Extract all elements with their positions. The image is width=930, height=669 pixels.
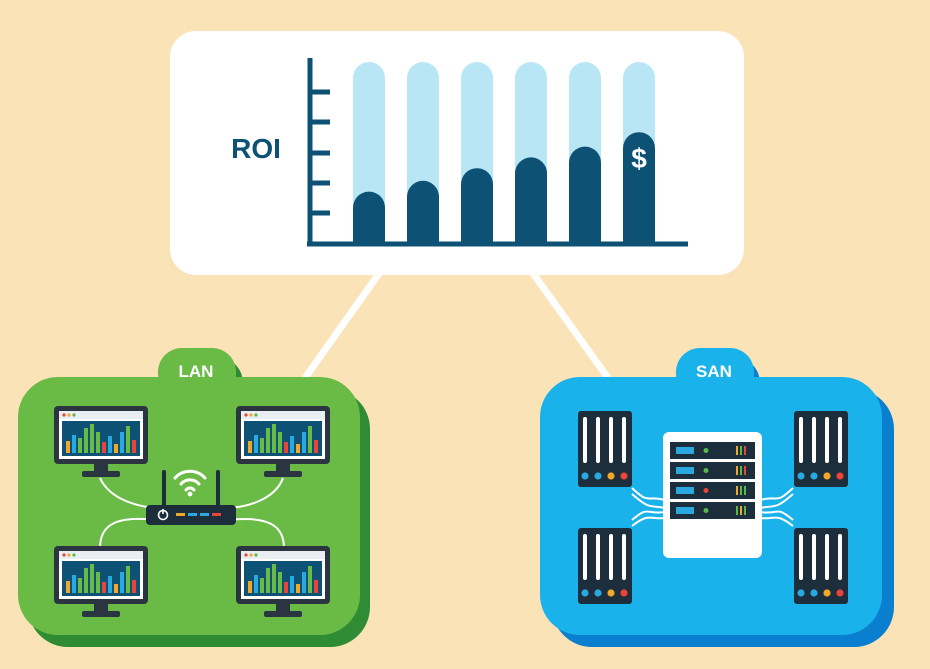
wifi-router-icon: [146, 469, 236, 525]
lan-tab: [158, 348, 236, 398]
san-label: SAN: [696, 362, 732, 381]
san-cables: [631, 487, 794, 527]
roi-bar: [569, 146, 601, 242]
san-tab: [676, 348, 754, 398]
roi-bars: [353, 62, 655, 242]
server-rack-icon: [794, 528, 848, 604]
server-rack-icon: [578, 528, 632, 604]
server-rack-icon: [794, 411, 848, 487]
server-rack-icon: [578, 411, 632, 487]
storage-server-icon: [663, 432, 762, 558]
roi-chart-axis: [307, 58, 688, 247]
roi-label: ROI: [231, 133, 281, 164]
dollar-sign-icon: $: [631, 143, 647, 174]
roi-bar: [623, 132, 655, 242]
roi-card: ROI $: [170, 31, 744, 275]
roi-bar: [461, 168, 493, 242]
lan-label: LAN: [179, 362, 214, 381]
san-network: SAN: [540, 348, 894, 647]
roi-bar: [407, 180, 439, 242]
lan-connector-line: [302, 269, 383, 381]
roi-bar: [515, 157, 547, 242]
roi-bar: [353, 191, 385, 242]
san-connector-line: [529, 269, 611, 381]
lan-network: LAN: [18, 348, 370, 647]
